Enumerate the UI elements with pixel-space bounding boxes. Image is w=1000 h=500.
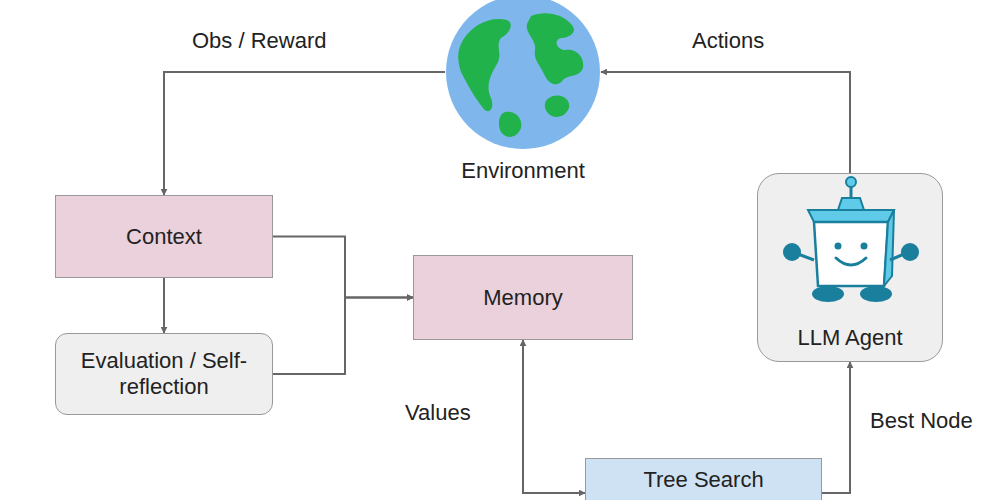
connector-arrow [164,72,445,195]
globe-ocean [446,0,600,149]
edge-label: Obs / Reward [190,28,329,54]
node-label: Memory [483,285,562,311]
reflection-box: Evaluation / Self-reflection [55,333,273,415]
robot-smile [836,258,866,265]
robot-eye [835,243,842,250]
globe-land [527,13,583,84]
edge-label: Actions [690,28,766,54]
robot-side [884,210,894,286]
edge-label: Best Node [868,408,975,434]
globe-land [499,112,521,137]
node-label: Evaluation / Self-reflection [78,348,250,400]
robot-hat [838,198,864,210]
connector-arrow [822,362,850,493]
globe-land [458,19,511,111]
robot-foot [860,286,892,302]
robot-antenna-ball [846,177,856,187]
robot-body [814,222,888,286]
connector-arrow [273,237,413,298]
robot-top [808,210,894,222]
node-label: LLM Agent [797,325,902,351]
globe-illustration [445,0,601,150]
node-label: Environment [461,158,585,184]
robot-eye [861,243,868,250]
node-label: Tree Search [643,467,763,493]
robot-illustration [758,174,944,314]
connector-arrow [523,340,585,493]
tree-search-box: Tree Search [585,458,822,500]
connector-arrow [163,278,165,333]
memory-box: Memory [413,255,633,340]
robot-hand [901,243,919,261]
globe-land [545,96,569,117]
agent-box: LLM Agent [757,173,943,362]
environment-globe: Environment [445,0,601,184]
robot-hand [783,243,801,261]
node-label: Context [126,224,202,250]
connector-arrow [273,298,413,375]
edge-label: Values [403,400,473,426]
robot-foot [812,286,844,302]
connector-arrow [601,72,850,173]
context-box: Context [55,195,273,278]
